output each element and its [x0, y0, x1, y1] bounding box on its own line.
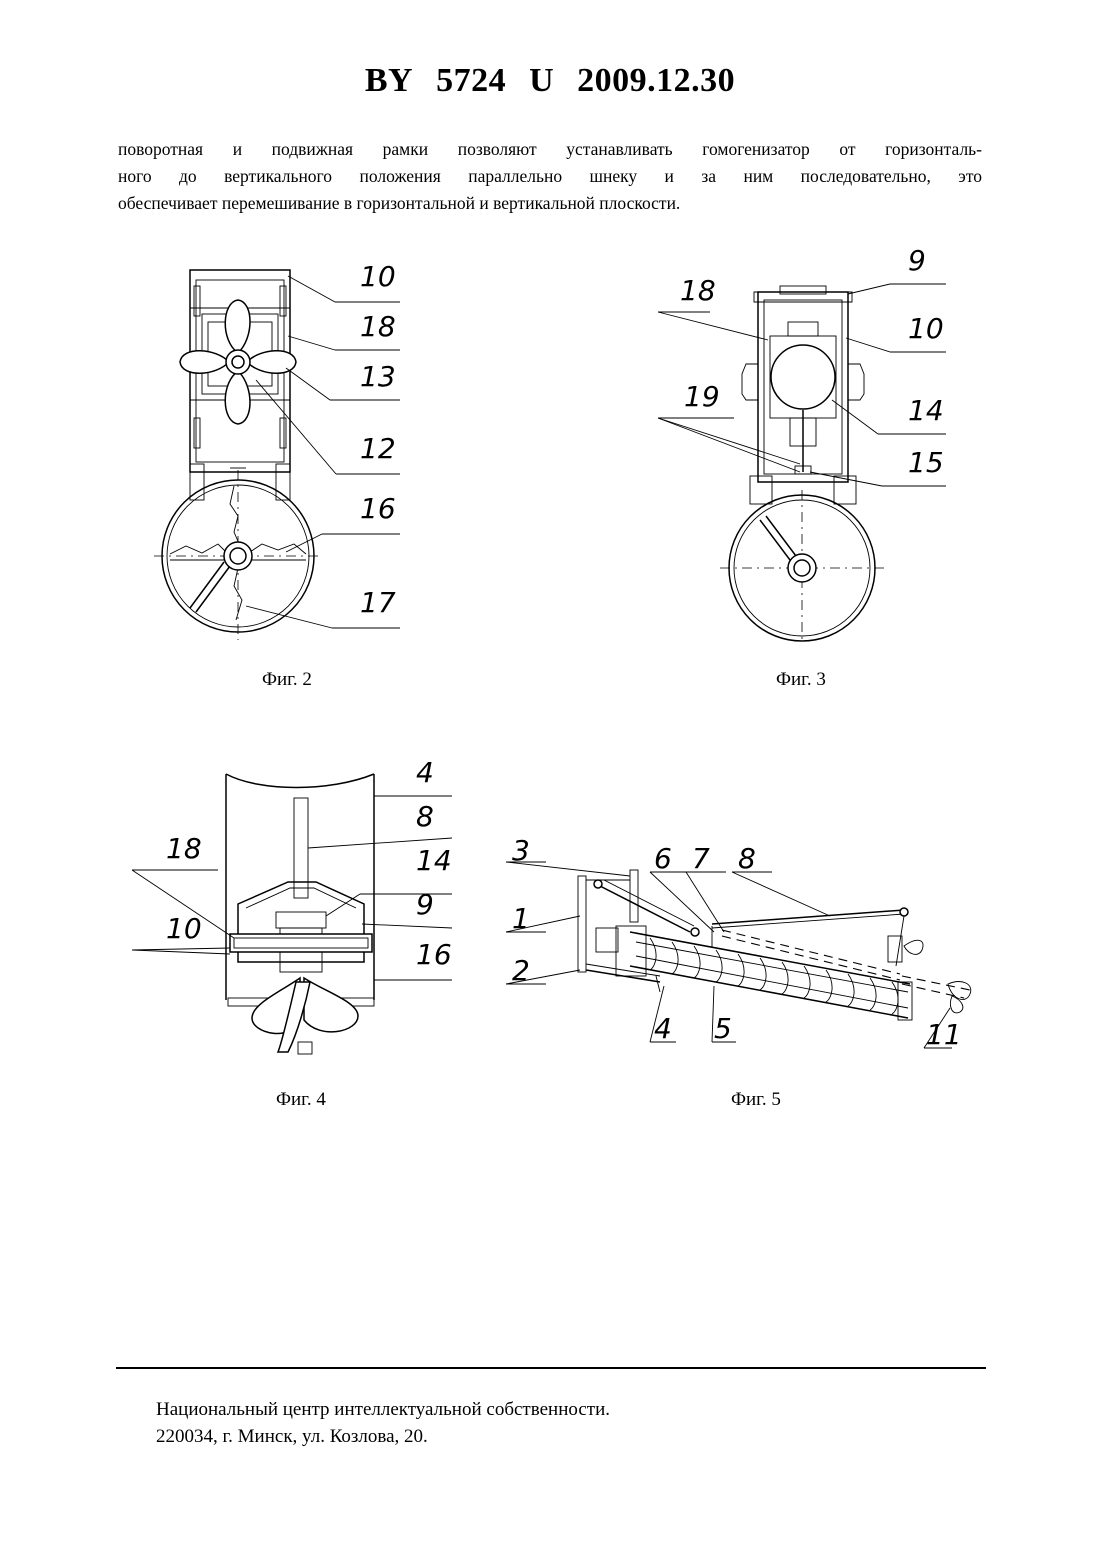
fig5-label-6: 6 [654, 842, 672, 875]
fig5-label-5: 5 [714, 1012, 732, 1045]
fig2-label-17: 17 [360, 586, 396, 619]
fig4-label-4: 4 [416, 756, 434, 789]
footer-line-1: Национальный центр интеллектуальной собс… [156, 1396, 610, 1423]
footer-block: Национальный центр интеллектуальной собс… [156, 1396, 610, 1450]
fig3-label-18: 18 [680, 274, 716, 307]
fig3-label-19: 19 [684, 380, 720, 413]
fig2-label-10: 10 [360, 260, 396, 293]
header-date: 2009.12.30 [577, 62, 735, 99]
fig5-label-3: 3 [512, 834, 530, 867]
header-number: 5724 [436, 62, 506, 99]
fig3-label-15: 15 [908, 446, 944, 479]
figure-5-drawing: 3 6 7 8 1 2 4 5 11 [500, 836, 990, 1058]
fig5-label-2: 2 [512, 954, 530, 987]
fig3-label-9: 9 [908, 244, 926, 277]
fig5-label-8: 8 [738, 842, 756, 875]
body-line-2: ного до вертикального положения параллел… [118, 163, 982, 190]
fig3-label-14: 14 [908, 394, 944, 427]
header-kind: U [529, 62, 554, 99]
footer-divider [116, 1367, 986, 1369]
fig2-label-13: 13 [360, 360, 396, 393]
fig5-label-4: 4 [654, 1012, 672, 1045]
fig4-label-16: 16 [416, 938, 452, 971]
fig4-label-9: 9 [416, 888, 434, 921]
fig4-label-14: 14 [416, 844, 452, 877]
patent-header: BY 5724 U 2009.12.30 [0, 62, 1100, 100]
fig4-label-18: 18 [166, 832, 202, 865]
body-line-3: обеспечивает перемешивание в горизонталь… [118, 190, 982, 217]
footer-line-2: 220034, г. Минск, ул. Козлова, 20. [156, 1423, 610, 1450]
figure-2-drawing: 10 18 13 12 16 17 [150, 250, 410, 650]
figure-2-caption: Фиг. 2 [262, 669, 312, 691]
figure-4-caption: Фиг. 4 [276, 1089, 326, 1111]
fig5-label-7: 7 [692, 842, 710, 875]
body-paragraph: поворотная и подвижная рамки позволяют у… [118, 136, 982, 217]
header-country: BY [365, 62, 413, 99]
figure-5-caption: Фиг. 5 [731, 1089, 781, 1111]
body-line-1: поворотная и подвижная рамки позволяют у… [118, 136, 982, 163]
fig5-label-11: 11 [926, 1018, 962, 1051]
figure-4-drawing: 4 8 18 14 9 10 16 [130, 752, 470, 1062]
figure-3-caption: Фиг. 3 [776, 669, 826, 691]
fig4-label-8: 8 [416, 800, 434, 833]
fig2-label-12: 12 [360, 432, 396, 465]
fig4-label-10: 10 [166, 912, 202, 945]
propeller-blades [180, 300, 296, 424]
figure-3-drawing: 9 18 10 19 14 15 [650, 240, 950, 650]
fig2-label-16: 16 [360, 492, 396, 525]
fig3-label-10: 10 [908, 312, 944, 345]
fig5-label-1: 1 [512, 902, 530, 935]
fig2-label-18: 18 [360, 310, 396, 343]
